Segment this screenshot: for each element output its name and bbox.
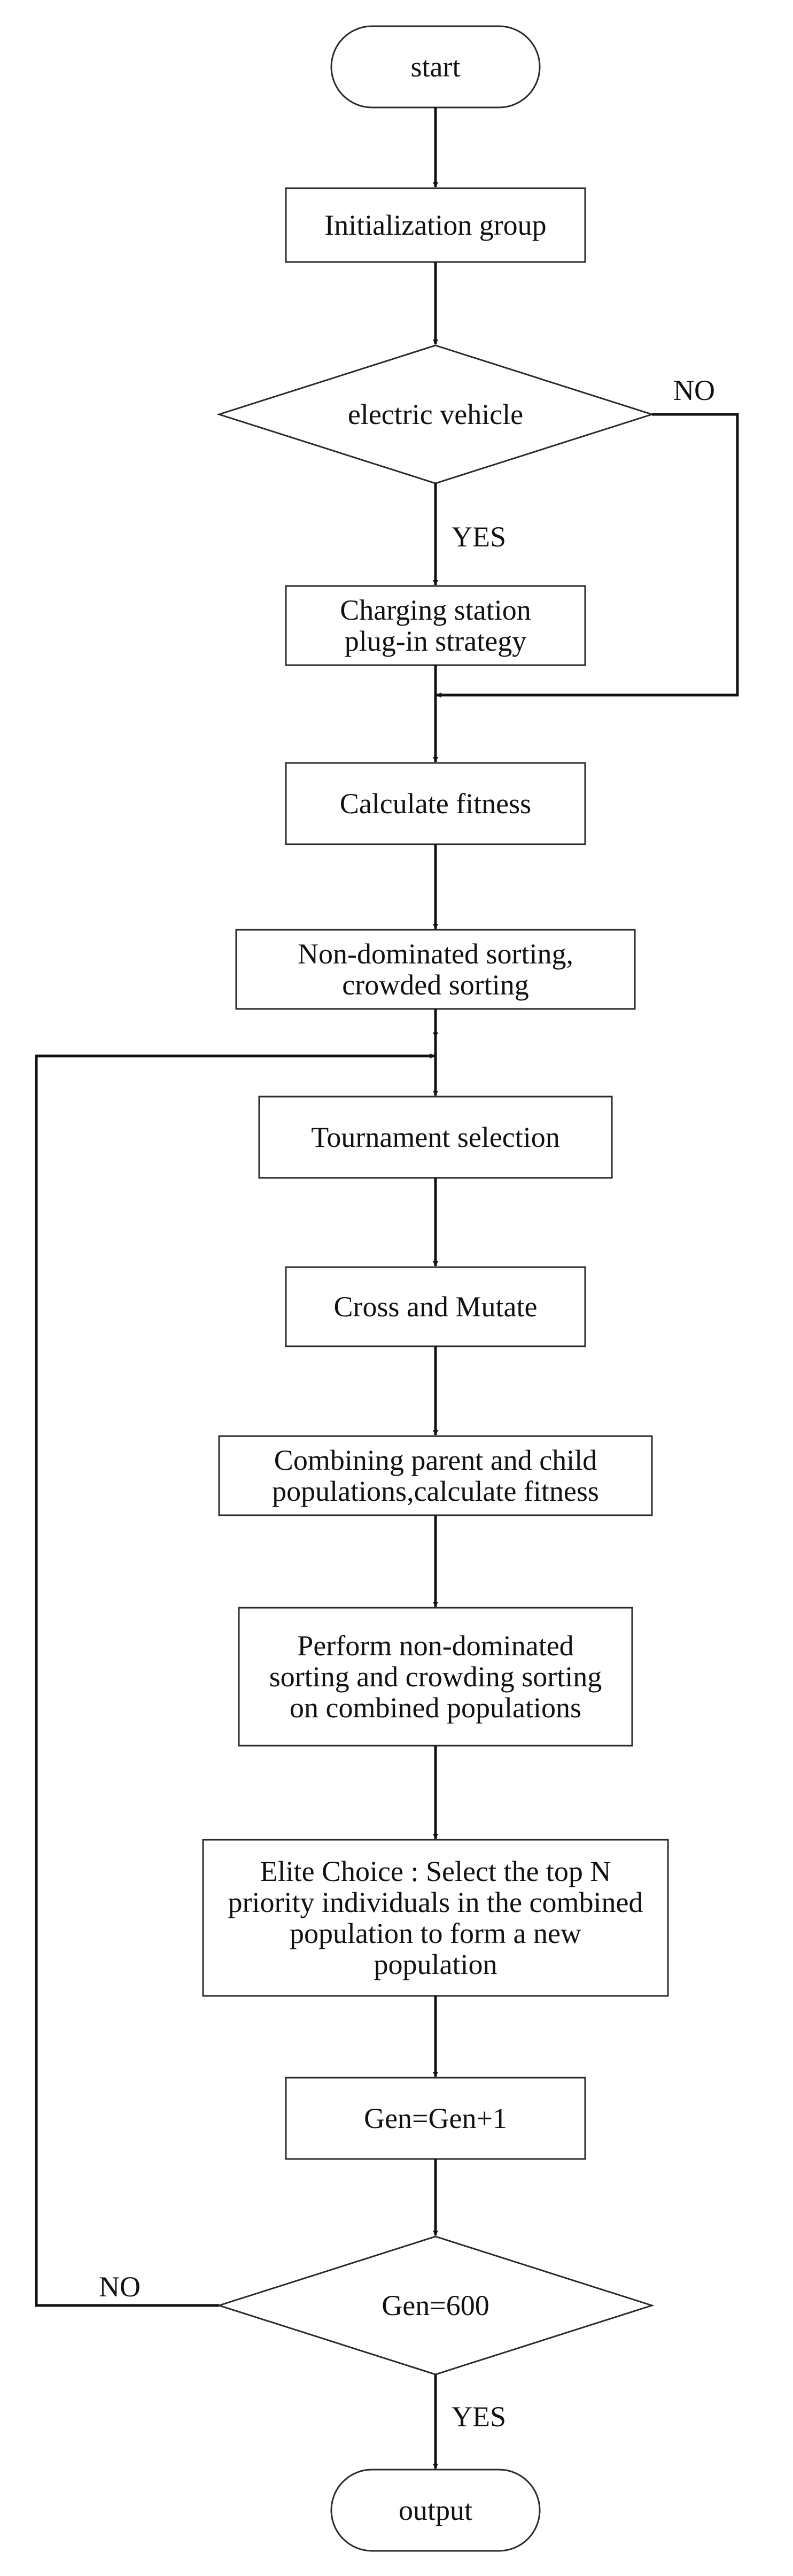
ev-text-line: electric vehicle xyxy=(348,398,523,430)
elite-text-line: Elite Choice : Select the top N xyxy=(260,1855,611,1887)
tournament-shape xyxy=(258,1096,613,1179)
gen-no-label: NO xyxy=(99,2271,141,2303)
charging-text-line: plug-in strategy xyxy=(345,625,526,657)
fitness-node: Calculate fitness xyxy=(285,762,586,845)
gen-inc-text-line: Gen=Gen+1 xyxy=(364,2102,507,2134)
gen-check-node: Gen=600 xyxy=(216,2235,655,2376)
perform-text-line: on combined populations xyxy=(290,1692,581,1724)
init-text-line: Initialization group xyxy=(324,209,546,241)
edge-gencheck-no xyxy=(35,1053,435,2307)
elite-text-line: population to form a new xyxy=(290,1917,581,1949)
sorting-node: Non-dominated sorting,crowded sorting xyxy=(235,929,636,1010)
gen-check-text-line: Gen=600 xyxy=(382,2289,489,2322)
init-node: Initialization group xyxy=(285,187,586,263)
cross-shape xyxy=(285,1266,586,1347)
combine-text-line: Combining parent and child xyxy=(274,1444,597,1476)
ev-yes-label: YES xyxy=(452,521,506,553)
combine-text-line: populations,calculate fitness xyxy=(272,1475,599,1507)
sorting-text-line: Non-dominated sorting, xyxy=(298,938,573,970)
elite-text-line: population xyxy=(374,1948,497,1980)
tournament-text-line: Tournament selection xyxy=(311,1121,560,1153)
gen-inc-shape xyxy=(285,2077,586,2160)
charging-text-line: Charging station xyxy=(340,594,531,626)
output-text-line: output xyxy=(399,2494,472,2526)
perform-shape xyxy=(238,1607,633,1747)
combine-node: Combining parent and childpopulations,ca… xyxy=(218,1435,653,1516)
ev-node: electric vehicle xyxy=(216,344,655,484)
tournament-node: Tournament selection xyxy=(258,1096,613,1179)
init-shape xyxy=(285,187,586,263)
edge-ev-no xyxy=(436,413,739,698)
start-text-line: start xyxy=(411,51,461,83)
fitness-text-line: Calculate fitness xyxy=(340,788,531,820)
elite-shape xyxy=(202,1839,669,1997)
perform-text-line: sorting and crowding sorting xyxy=(269,1661,602,1693)
cross-text-line: Cross and Mutate xyxy=(334,1291,538,1323)
ev-no-label: NO xyxy=(673,374,715,406)
output-node: output xyxy=(330,2469,541,2552)
sorting-text-line: crowded sorting xyxy=(342,969,528,1001)
charging-shape xyxy=(285,585,586,666)
output-shape xyxy=(330,2469,541,2552)
start-node: start xyxy=(330,25,541,109)
combine-shape xyxy=(218,1435,653,1516)
gen-yes-label: YES xyxy=(452,2401,506,2433)
perform-text-line: Perform non-dominated xyxy=(297,1630,573,1662)
cross-node: Cross and Mutate xyxy=(285,1266,586,1347)
elite-text-line: priority individuals in the combined xyxy=(228,1886,643,1918)
gen-inc-node: Gen=Gen+1 xyxy=(285,2077,586,2160)
elite-node: Elite Choice : Select the top Npriority … xyxy=(202,1839,669,1997)
fitness-shape xyxy=(285,762,586,845)
